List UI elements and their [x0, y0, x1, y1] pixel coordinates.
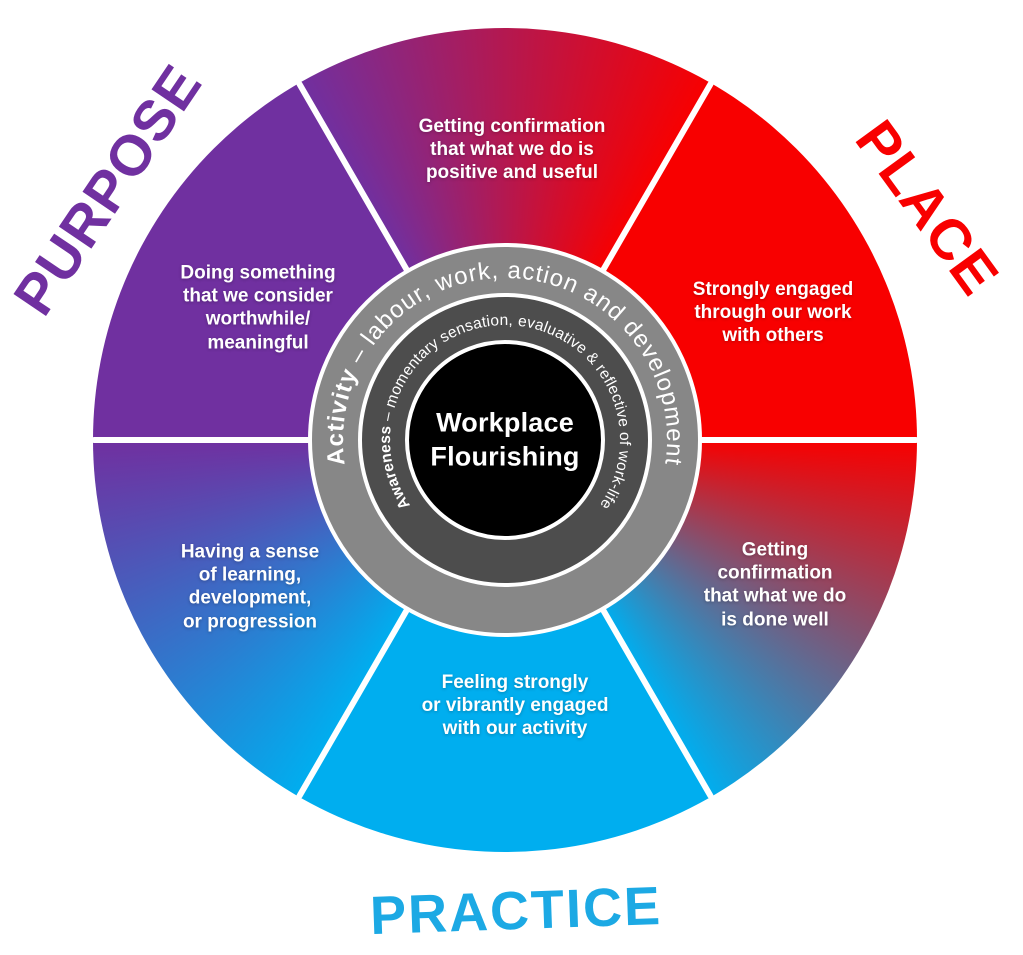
segment-label-engaged-with-others: Strongly engaged through our work with o… [692, 279, 854, 347]
center-circle [405, 340, 605, 540]
segment-label-engaged-with-activity: Feeling strongly or vibrantly engaged wi… [421, 672, 609, 740]
practice-label: PRACTICE [369, 875, 663, 947]
segment-divider [505, 437, 919, 443]
segment-label-confirmation-positive: Getting confirmation that what we do is … [418, 116, 606, 184]
segment-label-worthwhile-meaningful: Doing something that we consider worthwh… [180, 262, 336, 354]
segment-label-confirmation-done-well: Getting confirmation that what we do is … [703, 539, 847, 631]
center-title: Workplace Flourishing [430, 407, 580, 471]
segment-label-learning-progression: Having a sense of learning, development,… [180, 541, 320, 633]
